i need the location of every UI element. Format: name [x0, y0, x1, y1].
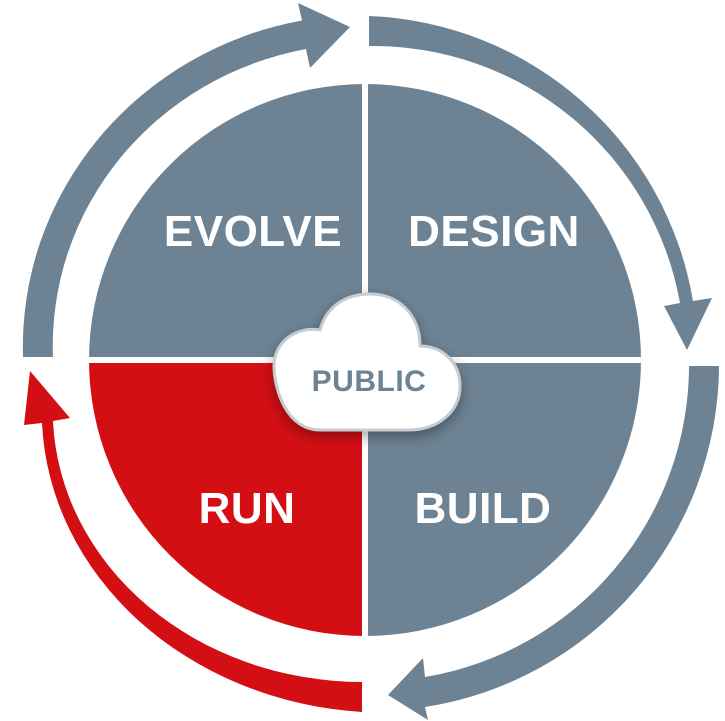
label-design: DESIGN	[408, 207, 580, 256]
label-build: BUILD	[415, 484, 552, 533]
center-label: PUBLIC	[312, 365, 427, 398]
quadrants	[89, 84, 641, 636]
quadrant-build	[365, 360, 641, 636]
arrow-build-to-run	[388, 366, 719, 720]
arrow-design-to-build	[369, 16, 712, 350]
arrow-run-to-evolve	[24, 371, 362, 712]
quadrant-evolve	[89, 84, 365, 360]
cycle-arrows	[22, 3, 719, 720]
quadrant-design	[365, 84, 641, 360]
label-run: RUN	[199, 484, 296, 533]
label-evolve: EVOLVE	[164, 207, 342, 256]
quadrant-run	[89, 360, 365, 636]
arrow-evolve-to-design	[22, 3, 350, 357]
cloud-icon	[272, 292, 462, 432]
